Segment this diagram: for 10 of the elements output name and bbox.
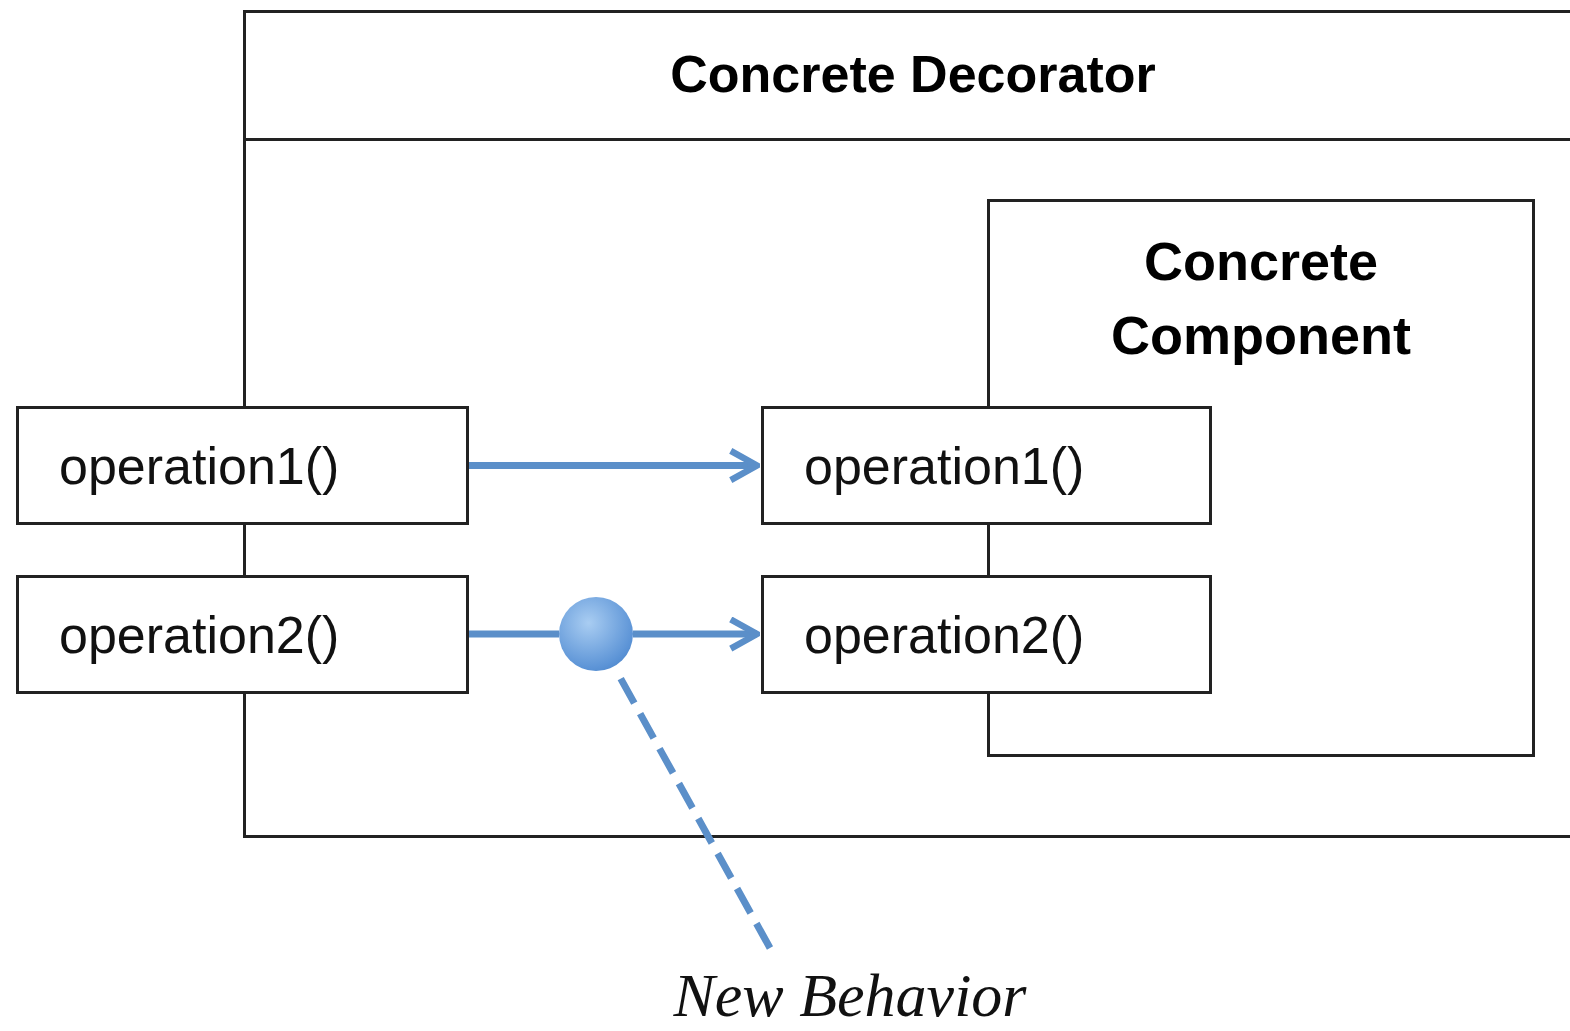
arrow xyxy=(469,447,761,484)
class-name: Concrete Decorator xyxy=(246,13,1570,141)
connector-line xyxy=(469,630,559,638)
class-name: Concrete Component xyxy=(1110,230,1412,367)
operation-box: operation2() xyxy=(761,575,1212,694)
operation-box: operation1() xyxy=(16,406,469,525)
operation-box: operation1() xyxy=(761,406,1212,525)
note-text: New Behavior xyxy=(600,960,1100,1030)
arrow xyxy=(633,616,761,652)
operation-box: operation2() xyxy=(16,575,469,694)
